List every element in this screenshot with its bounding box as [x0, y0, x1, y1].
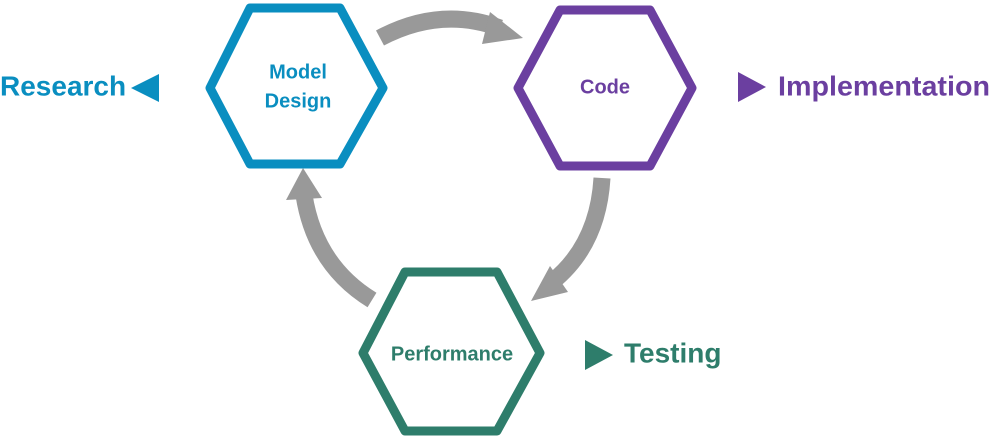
hexagon-shape	[513, 5, 697, 171]
side-label-research: Research	[0, 70, 159, 102]
cycle-arrows	[286, 10, 611, 308]
arrow-head	[482, 12, 523, 44]
arrow-shaft	[295, 193, 377, 308]
arrow-performance-to-model	[286, 168, 377, 308]
hexagon-shape	[205, 3, 388, 169]
arrow-shaft	[376, 10, 503, 46]
side-label-text: Testing	[624, 337, 721, 368]
node-model-design: Model Design	[205, 3, 388, 169]
node-code: Code	[513, 5, 697, 171]
node-label: Code	[580, 76, 630, 98]
arrow-head	[286, 168, 322, 200]
arrow-code-to-performance	[531, 177, 611, 301]
side-label-text: Implementation	[778, 70, 990, 101]
side-label-implementation: Implementation	[738, 70, 990, 102]
node-performance: Performance	[358, 267, 545, 436]
triangle-left-icon	[131, 74, 159, 102]
arrow-model-to-code	[376, 10, 523, 46]
triangle-right-icon	[738, 72, 766, 102]
arrow-head	[531, 266, 568, 301]
hexagon-shape	[358, 267, 545, 436]
side-label-text: Research	[0, 70, 126, 101]
triangle-right-icon	[585, 340, 613, 370]
side-label-testing: Testing	[585, 337, 721, 370]
arrow-shaft	[546, 177, 611, 289]
node-label: Performance	[391, 343, 513, 365]
node-label-line2: Design	[265, 90, 332, 112]
node-label-line1: Model	[269, 61, 327, 83]
